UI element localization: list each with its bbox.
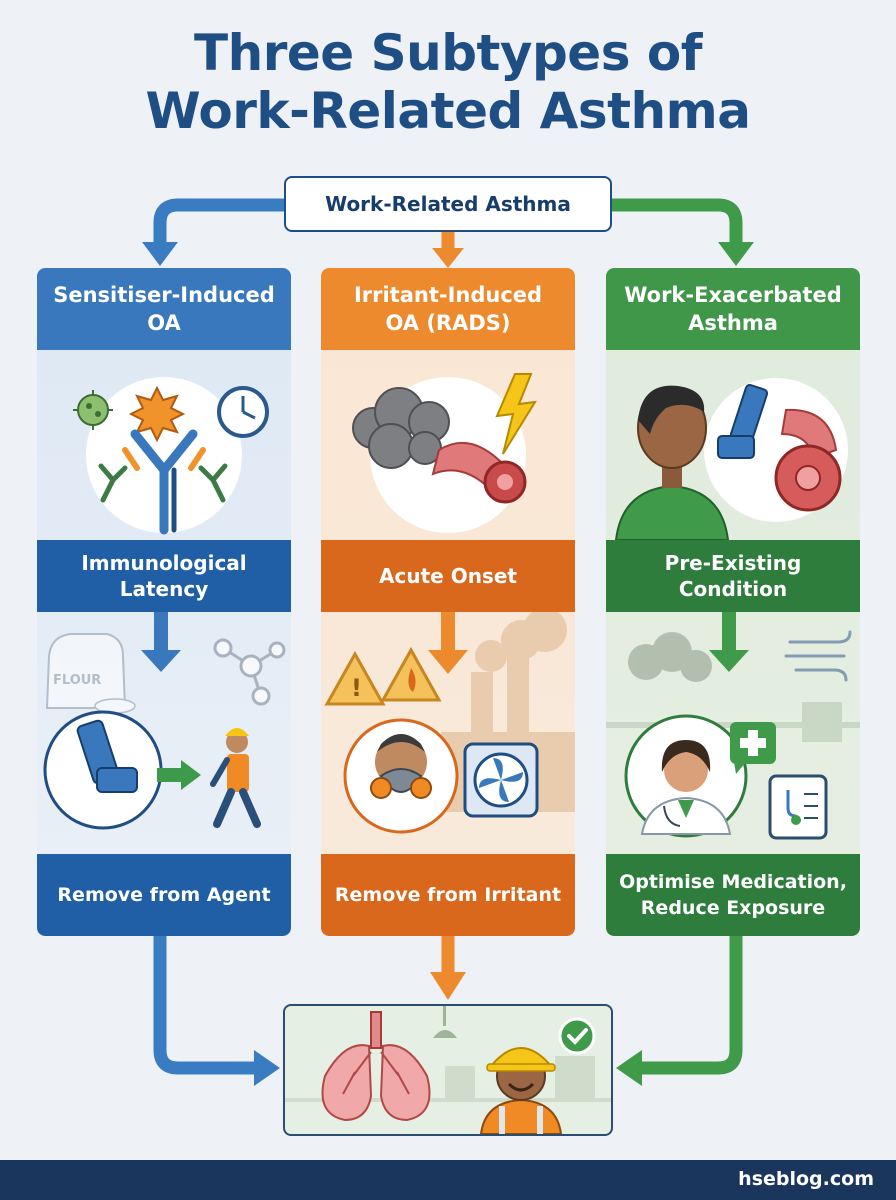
arrowhead-sensitiser <box>142 242 178 266</box>
illustration-circle <box>86 377 242 533</box>
healthy-worker-illustration <box>285 1006 611 1134</box>
title-line-1: Three Subtypes of <box>194 24 702 82</box>
footer-site: hseblog.com <box>738 1168 874 1190</box>
flour-sack-icon: FLOUR <box>45 633 136 714</box>
sensitiser-mechanism: Immunological Latency <box>37 540 291 612</box>
happy-worker-icon <box>479 1047 563 1134</box>
doctor-icon <box>640 740 732 835</box>
arrowhead-outcome-top <box>430 972 466 1000</box>
connector-exacerbated-to-outcome <box>640 936 743 1075</box>
down-arrow-icon <box>709 612 749 672</box>
inhaler-icon <box>717 384 769 459</box>
immunology-illustration <box>73 377 269 535</box>
remove-from-irritant-illustration: ! <box>324 612 575 834</box>
connector-root-to-sensitiser <box>153 198 284 246</box>
person-icon <box>614 385 730 540</box>
check-badge-icon <box>558 1017 596 1055</box>
root-label: Work-Related Asthma <box>325 192 571 216</box>
exacerbated-mechanism: Pre-Existing Condition <box>606 540 860 612</box>
root-node: Work-Related Asthma <box>284 176 612 232</box>
workshop-background <box>285 1056 611 1102</box>
ventilation-fan-icon <box>463 742 539 818</box>
dust-cloud-icon <box>628 632 712 682</box>
air-flow-icon <box>784 630 852 682</box>
antibody-icon <box>122 429 206 535</box>
flour-sack-label: FLOUR <box>53 673 101 688</box>
outcome-node <box>283 1004 613 1136</box>
prescription-icon <box>768 774 828 840</box>
molecule-icon <box>213 638 286 706</box>
pre-existing-illustration <box>614 378 848 540</box>
virus-icon <box>73 390 113 430</box>
medical-cross-icon <box>730 722 776 774</box>
title-line-2: Work-Related Asthma <box>145 82 751 140</box>
healthy-lungs-icon <box>321 1011 431 1122</box>
page-title: Three Subtypes of Work-Related Asthma <box>0 24 896 140</box>
remove-from-agent-illustration: FLOUR <box>43 612 286 830</box>
irritant-header: Irritant-Induced OA (RADS) <box>321 268 575 350</box>
worker-walking-icon <box>210 728 261 828</box>
column-sensitiser-induced: Sensitiser-Induced OA <box>37 268 291 936</box>
sensitiser-header: Sensitiser-Induced OA <box>37 268 291 350</box>
optimise-medication-illustration <box>606 612 860 840</box>
column-work-exacerbated: Work-Exacerbated Asthma Pre-Existing Con… <box>606 268 860 936</box>
irritant-management: Remove from Irritant <box>321 854 575 936</box>
column-irritant-induced: Irritant-Induced OA (RADS) Acute Onset ! <box>321 268 575 936</box>
acute-exposure-illustration <box>352 373 537 533</box>
small-antibody-icon <box>98 463 228 503</box>
connector-sensitiser-to-outcome <box>153 936 258 1075</box>
arrowhead-exacerbated <box>718 242 754 266</box>
arrowhead-irritant <box>432 248 464 268</box>
arrowhead-outcome-left <box>254 1050 280 1086</box>
flammable-sign-icon <box>380 646 442 702</box>
clock-icon <box>217 386 269 438</box>
smoke-cloud-icon <box>352 387 450 469</box>
allergen-icon <box>128 385 186 443</box>
inhaler-icon <box>76 719 138 793</box>
lightning-icon <box>495 373 537 455</box>
exacerbated-management: Optimise Medication, Reduce Exposure <box>606 854 860 936</box>
connector-root-to-exacerbated <box>612 198 743 246</box>
inflamed-airway-icon <box>774 408 842 512</box>
arrowhead-outcome-right <box>616 1050 642 1086</box>
airway-icon <box>431 441 527 504</box>
right-arrow-icon <box>157 760 201 790</box>
footer-bar: hseblog.com <box>0 1160 896 1200</box>
warning-sign-icon: ! <box>324 650 386 706</box>
irritant-mechanism: Acute Onset <box>321 540 575 612</box>
sensitiser-management: Remove from Agent <box>37 854 291 936</box>
down-arrow-icon <box>428 612 468 674</box>
svg-text:!: ! <box>351 674 362 702</box>
ceiling-lamp-icon <box>433 1006 457 1038</box>
exacerbated-header: Work-Exacerbated Asthma <box>606 268 860 350</box>
down-arrow-icon <box>141 612 181 672</box>
respirator-mask-icon <box>370 734 432 799</box>
